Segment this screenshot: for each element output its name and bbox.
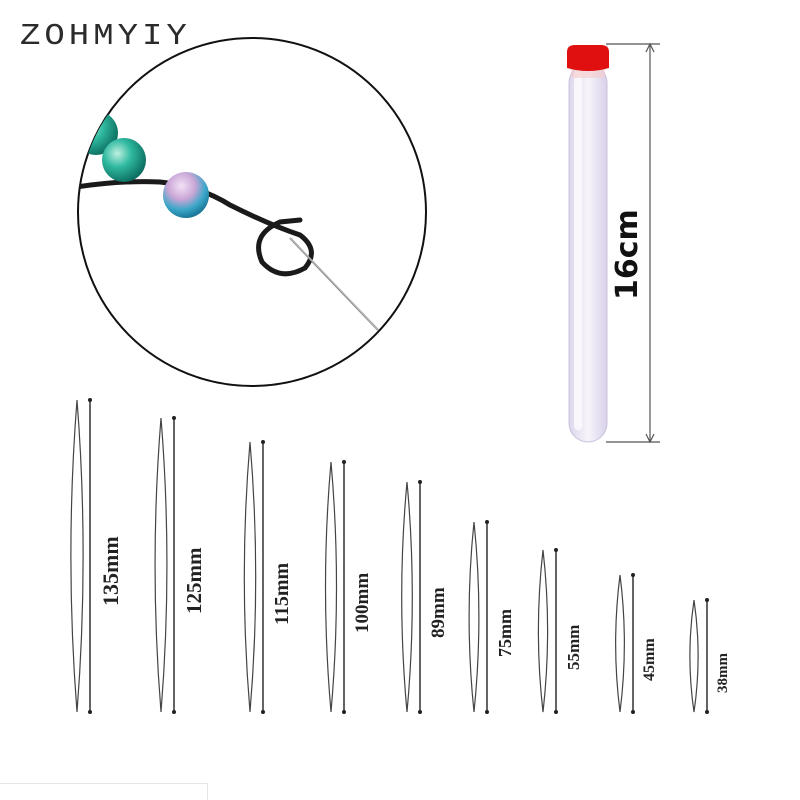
storage-tube <box>567 45 609 443</box>
line-endpoint <box>418 480 422 484</box>
bead <box>102 138 146 182</box>
line-endpoint <box>631 710 635 714</box>
beading-needle <box>324 461 338 713</box>
line-endpoint <box>261 710 265 714</box>
tube-cap <box>567 45 609 71</box>
line-endpoint <box>172 416 176 420</box>
bead <box>163 172 209 218</box>
needle-length-label: 45mm <box>641 638 658 682</box>
beading-needle <box>243 441 257 713</box>
line-endpoint <box>705 710 709 714</box>
line-endpoint <box>554 710 558 714</box>
beading-needle <box>689 599 699 713</box>
divider <box>207 783 208 800</box>
needle-length-label: 100mm <box>352 572 373 634</box>
line-endpoint <box>485 710 489 714</box>
beading-needle <box>401 481 413 713</box>
brand-logo: ZOHMYIY <box>20 19 191 55</box>
beading-needle <box>468 521 480 713</box>
line-endpoint <box>88 398 92 402</box>
divider <box>0 783 208 784</box>
beading-needle <box>154 417 168 713</box>
needle-length-label: 89mm <box>428 587 449 638</box>
line-endpoint <box>485 520 489 524</box>
needle-length-label: 38mm <box>715 652 731 693</box>
line-endpoint <box>705 598 709 602</box>
line-endpoint <box>342 710 346 714</box>
beading-needle <box>615 574 625 713</box>
beading-needle <box>70 399 84 713</box>
beading-needle <box>537 549 549 713</box>
line-endpoint <box>554 548 558 552</box>
line-endpoint <box>88 710 92 714</box>
line-endpoint <box>631 573 635 577</box>
line-endpoint <box>342 460 346 464</box>
line-endpoint <box>418 710 422 714</box>
needle-set <box>70 398 709 714</box>
line-endpoint <box>172 710 176 714</box>
needle-length-label: 55mm <box>564 624 583 670</box>
tube-dimension-line <box>606 42 660 444</box>
needle-length-label: 75mm <box>495 608 515 657</box>
line-endpoint <box>261 440 265 444</box>
needle-length-label: 125mm <box>182 547 206 614</box>
magnified-circle <box>77 37 427 387</box>
elastic-cord <box>78 179 314 277</box>
needle-length-label: 135mm <box>98 536 123 607</box>
tube-length-label: 16cm <box>610 209 645 300</box>
needle-length-label: 115mm <box>271 562 293 625</box>
